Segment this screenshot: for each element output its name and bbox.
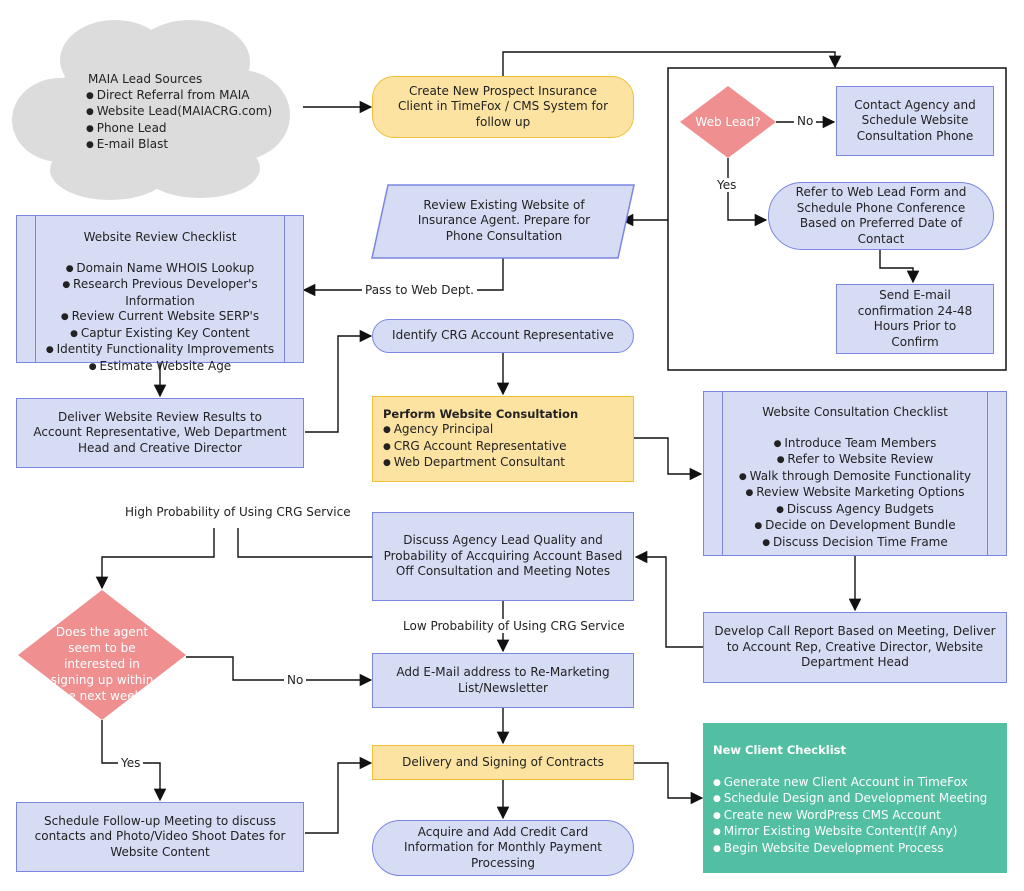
participant-item: Web Department Consultant: [383, 455, 567, 472]
add-email-text: Add E-Mail address to Re-Marketing List/…: [396, 665, 610, 695]
delivery-contracts-text: Delivery and Signing of Contracts: [402, 754, 604, 769]
create-prospect-node[interactable]: Create New Prospect Insurance Client in …: [372, 76, 634, 138]
checklist-item: Captur Existing Key Content: [39, 326, 281, 343]
perform-consultation-node[interactable]: Perform Website Consultation Agency Prin…: [372, 396, 634, 482]
acquire-credit-node[interactable]: Acquire and Add Credit Card Information …: [372, 820, 634, 876]
pass-to-web-label: Pass to Web Dept.: [362, 283, 477, 297]
identify-crg-text: Identify CRG Account Representative: [392, 328, 614, 343]
schedule-followup-text: Schedule Follow-up Meeting to discuss co…: [34, 813, 286, 859]
refer-web-lead-text: Refer to Web Lead Form and Schedule Phon…: [795, 185, 967, 246]
send-email-text: Send E-mail confirmation 24-48 Hours Pri…: [857, 288, 973, 349]
checklist-item: Walk through Demosite Functionality: [739, 469, 972, 486]
website-review-checklist[interactable]: Website Review Checklist Domain Name WHO…: [16, 215, 304, 373]
review-existing-node[interactable]: Review Existing Website of Insurance Age…: [392, 188, 616, 254]
deliver-review-text: Deliver Website Review Results to Accoun…: [33, 409, 287, 455]
agent-decision-diamond: [18, 590, 186, 720]
lead-sources-title: MAIA Lead Sources: [88, 72, 203, 86]
consultation-checklist-list: Introduce Team Members Refer to Website …: [739, 436, 972, 552]
website-review-title: Website Review Checklist: [83, 230, 237, 244]
checklist-item: Create new WordPress CMS Account: [713, 808, 987, 825]
review-existing-text: Review Existing Website of Insurance Age…: [417, 197, 591, 243]
checklist-item: Review Website Marketing Options: [739, 485, 971, 502]
high-probability-label: High Probability of Using CRG Service: [122, 505, 354, 519]
participant-item: Agency Principal: [383, 422, 567, 439]
web-lead-label: Web Lead?: [695, 115, 761, 129]
identify-crg-node[interactable]: Identify CRG Account Representative: [372, 319, 634, 353]
checklist-item: Discuss Decision Time Frame: [739, 535, 971, 552]
contact-agency-node[interactable]: Contact Agency and Schedule Website Cons…: [836, 86, 994, 156]
yes-label-top: Yes: [714, 178, 740, 192]
consultation-left-bar: [704, 392, 723, 555]
delivery-contracts-node[interactable]: Delivery and Signing of Contracts: [372, 745, 634, 780]
yes-label-bottom: Yes: [118, 756, 144, 770]
no-label-bottom: No: [284, 673, 307, 687]
new-client-list: Generate new Client Account in TimeFox S…: [713, 775, 988, 858]
checklist-item: Research Previous Developer's Informatio…: [39, 277, 281, 309]
participant-item: CRG Account Representative: [383, 439, 567, 456]
schedule-followup-node[interactable]: Schedule Follow-up Meeting to discuss co…: [16, 802, 304, 872]
website-review-list: Domain Name WHOIS Lookup Research Previo…: [39, 261, 281, 376]
checklist-item: Schedule Design and Development Meeting: [713, 791, 988, 808]
new-client-title: New Client Checklist: [713, 743, 846, 757]
lead-source-item: Direct Referral from MAIA: [86, 88, 272, 105]
acquire-credit-text: Acquire and Add Credit Card Information …: [404, 824, 602, 870]
refer-web-lead-node[interactable]: Refer to Web Lead Form and Schedule Phon…: [768, 182, 994, 250]
checklist-right-bar: [284, 216, 303, 362]
agent-decision-label: Does the agent seem to be interested in …: [50, 625, 154, 703]
checklist-item: Review Current Website SERP's: [39, 309, 281, 326]
discuss-quality-text: Discuss Agency Lead Quality and Probabil…: [383, 533, 623, 579]
checklist-left-bar: [17, 216, 36, 362]
develop-call-report-node[interactable]: Develop Call Report Based on Meeting, De…: [703, 612, 1007, 683]
checklist-item: Begin Website Development Process: [713, 841, 987, 858]
checklist-item: Decide on Development Bundle: [739, 518, 971, 535]
deliver-review-node[interactable]: Deliver Website Review Results to Accoun…: [16, 398, 304, 468]
lead-sources-list: Direct Referral from MAIA Website Lead(M…: [86, 88, 272, 154]
lead-sources: MAIA Lead Sources Direct Referral from M…: [86, 72, 272, 154]
checklist-item: Refer to Website Review: [739, 452, 971, 469]
checklist-item: Mirror Existing Website Content(If Any): [713, 824, 987, 841]
lead-source-item: E-mail Blast: [86, 137, 272, 154]
add-email-node[interactable]: Add E-Mail address to Re-Marketing List/…: [372, 653, 634, 708]
checklist-item: Domain Name WHOIS Lookup: [39, 261, 281, 278]
new-client-checklist[interactable]: New Client Checklist Generate new Client…: [703, 723, 1007, 873]
web-lead-diamond: [680, 86, 776, 158]
lead-source-item: Phone Lead: [86, 121, 272, 138]
perform-consultation-title: Perform Website Consultation: [383, 406, 579, 421]
low-probability-label: Low Probability of Using CRG Service: [400, 619, 628, 633]
checklist-item: Introduce Team Members: [739, 436, 971, 453]
contact-agency-text: Contact Agency and Schedule Website Cons…: [854, 97, 976, 143]
consultation-checklist[interactable]: Website Consultation Checklist Introduce…: [703, 391, 1007, 556]
develop-call-report-text: Develop Call Report Based on Meeting, De…: [714, 624, 996, 670]
review-existing-shape: [371, 184, 635, 259]
discuss-quality-node[interactable]: Discuss Agency Lead Quality and Probabil…: [372, 512, 634, 601]
checklist-item: Estimate Website Age: [39, 359, 281, 376]
checklist-item: Generate new Client Account in TimeFox: [713, 775, 987, 792]
no-label-top: No: [794, 114, 817, 128]
checklist-item: Identity Functionality Improvements: [39, 342, 281, 359]
consultation-checklist-title: Website Consultation Checklist: [762, 405, 948, 419]
perform-consultation-list: Agency Principal CRG Account Representat…: [383, 422, 567, 472]
send-email-node[interactable]: Send E-mail confirmation 24-48 Hours Pri…: [836, 284, 994, 354]
consultation-right-bar: [987, 392, 1006, 555]
lead-source-item: Website Lead(MAIACRG.com): [86, 104, 272, 121]
create-prospect-text: Create New Prospect Insurance Client in …: [397, 83, 609, 129]
checklist-item: Discuss Agency Budgets: [739, 502, 971, 519]
